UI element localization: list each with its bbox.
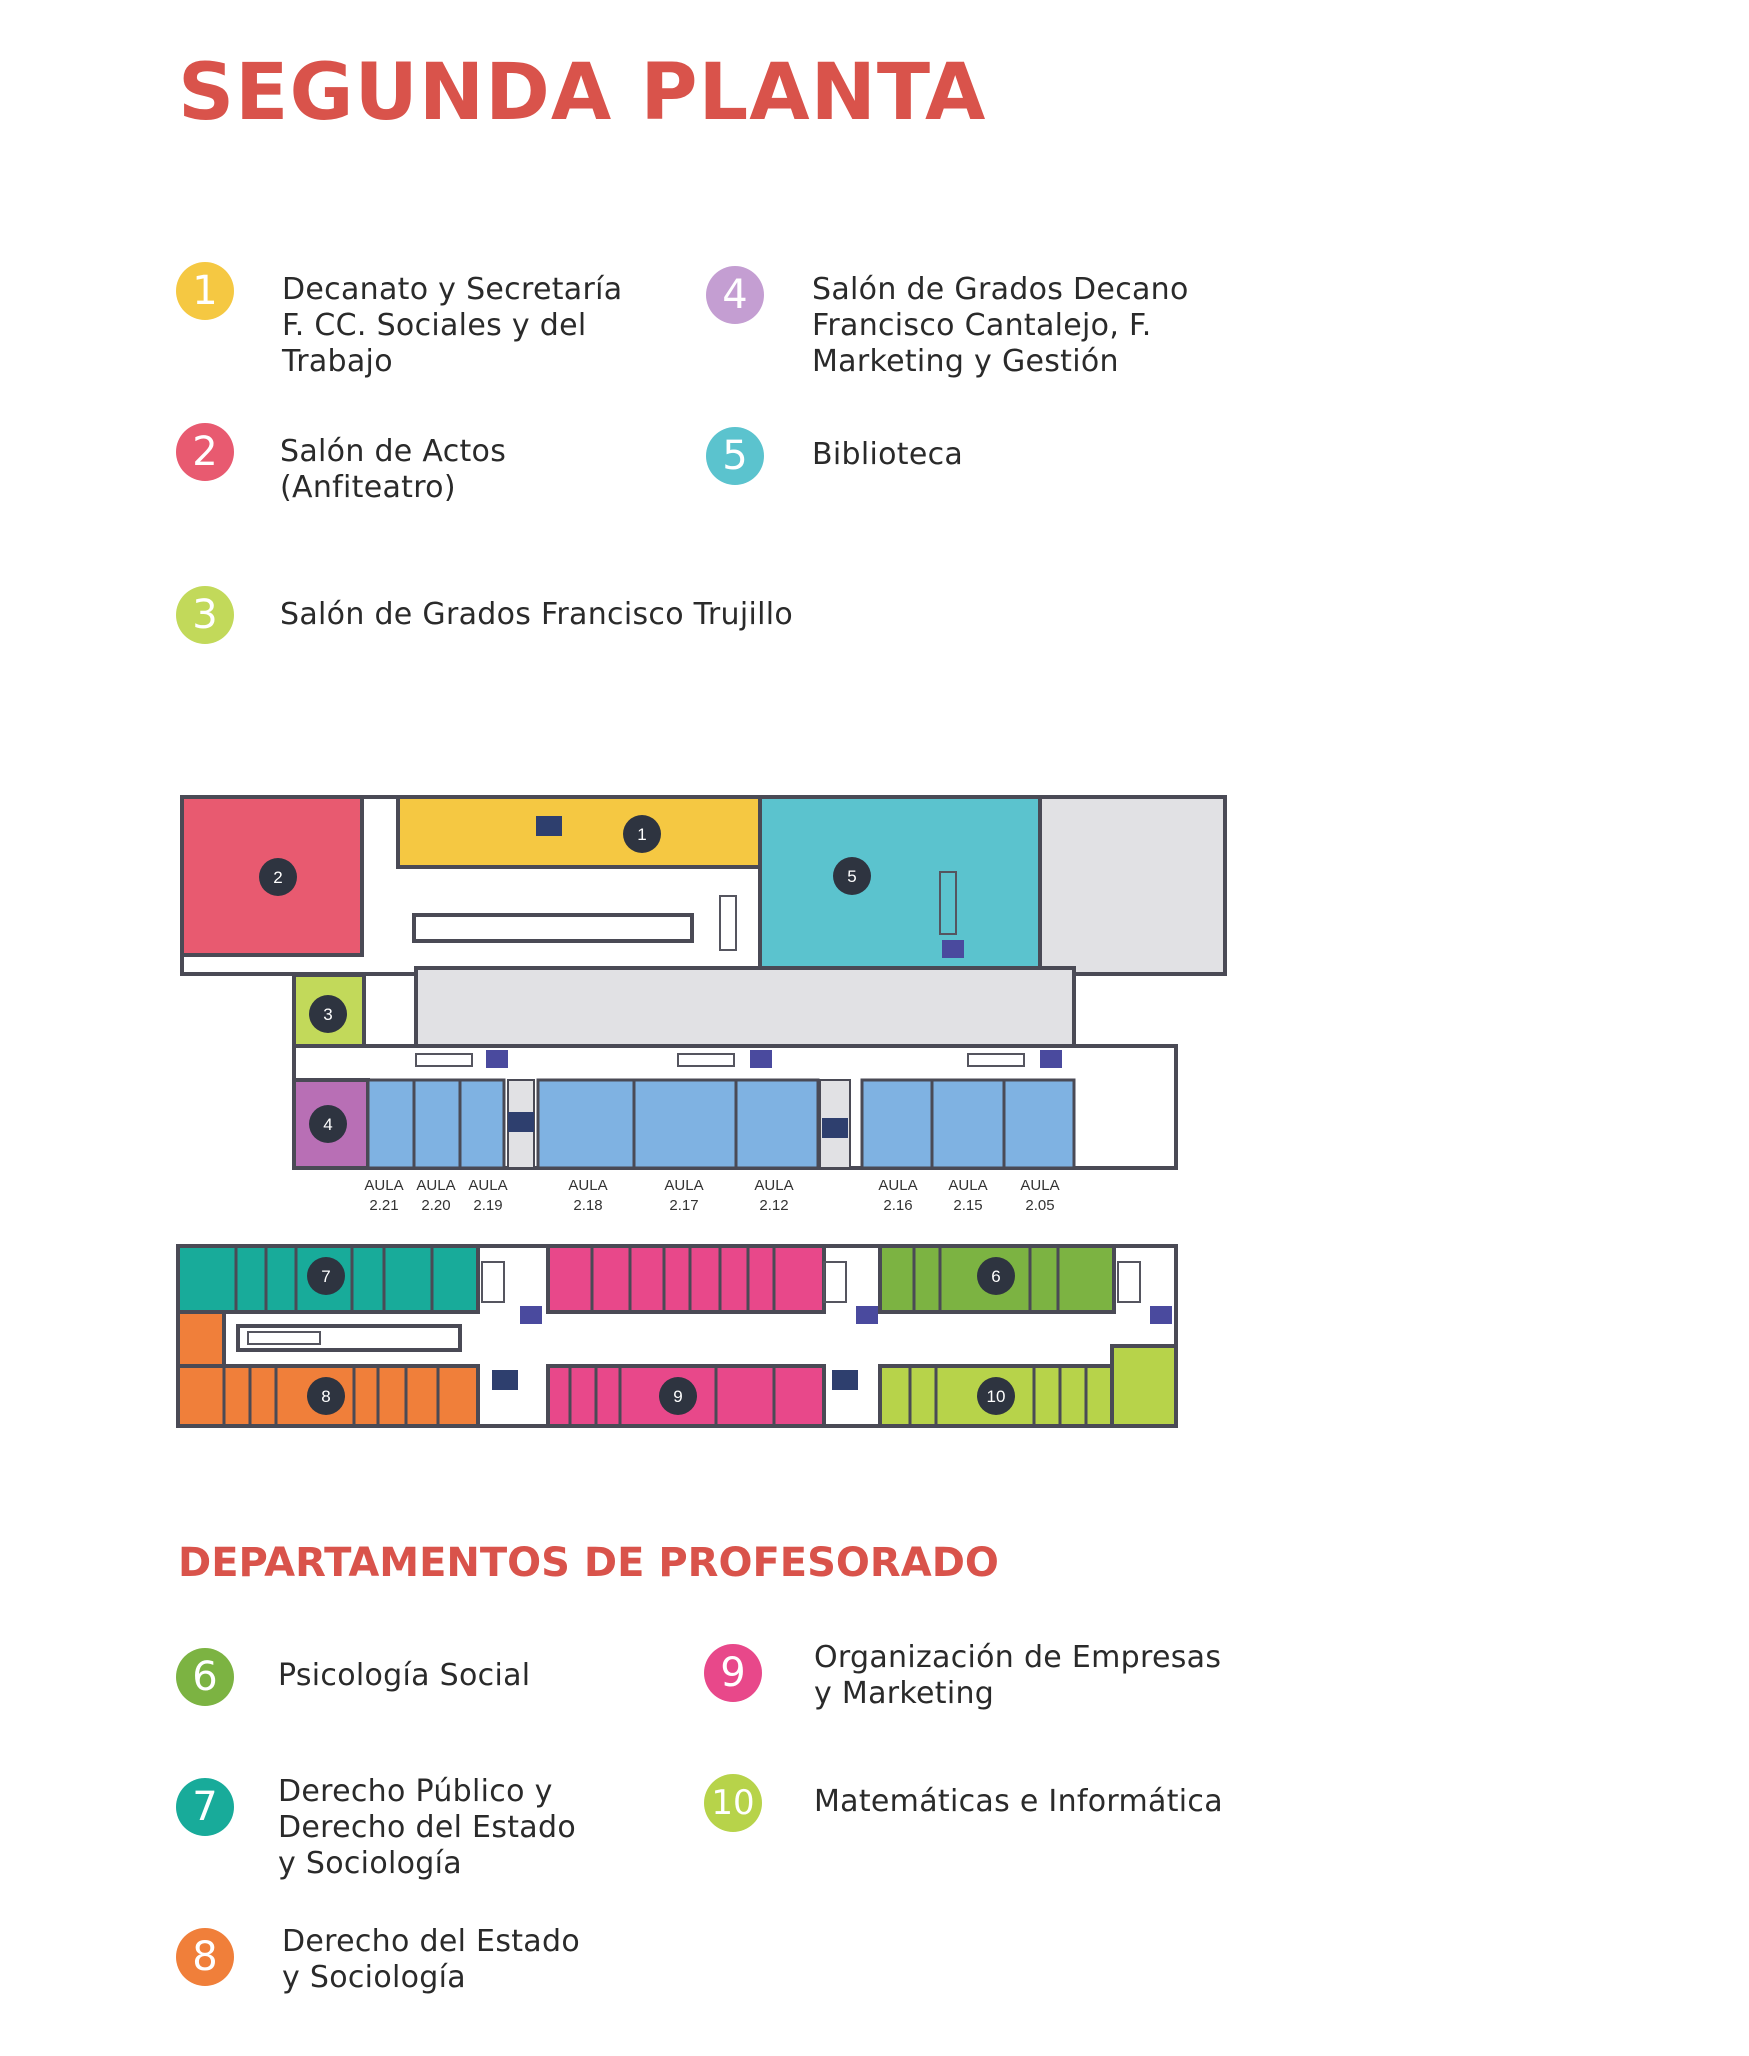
aula-room-2-12 [734, 1078, 820, 1170]
restroom-icon [492, 816, 858, 1390]
legend-number-2: 2 [176, 423, 234, 481]
section-title-departamentos: DEPARTAMENTOS DE PROFESORADO [178, 1540, 999, 1586]
dept-9-rooms-top [546, 1244, 826, 1314]
aula-number: 2.12 [759, 1197, 788, 1214]
aula-label: AULA [1020, 1177, 1059, 1194]
aula-room-2-21 [366, 1078, 416, 1170]
aula-number: 2.15 [953, 1197, 982, 1214]
aula-room-2-15 [930, 1078, 1006, 1170]
svg-text:9: 9 [673, 1387, 682, 1406]
department-number-7: 7 [176, 1778, 234, 1836]
legend-label-1: Decanato y Secretaría F. CC. Sociales y … [282, 272, 623, 379]
aula-label: AULA [664, 1177, 703, 1194]
legend-number-1: 1 [176, 262, 234, 320]
map-marker-10: 10 [977, 1377, 1015, 1415]
legend-label-4: Salón de Grados Decano Francisco Cantale… [812, 272, 1189, 379]
legend-label-5: Biblioteca [812, 437, 964, 472]
aula-room-2-19 [458, 1078, 506, 1170]
svg-text:8: 8 [321, 1387, 330, 1406]
department-number-10: 10 [704, 1774, 762, 1832]
map-marker-6: 6 [977, 1257, 1015, 1295]
svg-text:6: 6 [991, 1267, 1000, 1286]
aula-number: 2.05 [1025, 1197, 1054, 1214]
room-1-decanato [396, 795, 762, 869]
aula-number: 2.19 [473, 1197, 502, 1214]
department-label-9: Organización de Empresas y Marketing [814, 1640, 1222, 1711]
aula-number: 2.21 [369, 1197, 398, 1214]
aula-label: AULA [416, 1177, 455, 1194]
svg-text:2: 2 [273, 868, 282, 887]
legend-label-2: Salón de Actos (Anfiteatro) [280, 434, 507, 505]
department-label-7: Derecho Público y Derecho del Estado y S… [278, 1774, 576, 1881]
aula-label: AULA [468, 1177, 507, 1194]
stairs-icon [247, 871, 1141, 1345]
aula-number: 2.17 [669, 1197, 698, 1214]
svg-text:3: 3 [323, 1005, 332, 1024]
svg-text:7: 7 [321, 1267, 330, 1286]
aula-label: AULA [364, 1177, 403, 1194]
aula-label: AULA [878, 1177, 917, 1194]
aula-room-2-20 [412, 1078, 462, 1170]
legend-number-4: 4 [706, 266, 764, 324]
svg-text:10: 10 [987, 1387, 1006, 1406]
legend-number-3: 3 [176, 586, 234, 644]
department-label-10: Matemáticas e Informática [814, 1784, 1223, 1819]
legend-number-5: 5 [706, 427, 764, 485]
page-title: SEGUNDA PLANTA [178, 48, 987, 138]
room-5-biblioteca [758, 795, 1042, 976]
department-number-6: 6 [176, 1648, 234, 1706]
elevator-icon [486, 940, 1172, 1324]
aula-room-2-18 [536, 1078, 636, 1170]
map-marker-7: 7 [307, 1257, 345, 1295]
aula-label: AULA [948, 1177, 987, 1194]
department-number-8: 8 [176, 1928, 234, 1986]
map-marker-4: 4 [309, 1105, 347, 1143]
aula-room-2-05 [1002, 1078, 1076, 1170]
map-marker-3: 3 [309, 995, 347, 1033]
aula-room-2-16 [860, 1078, 934, 1170]
map-marker-5: 5 [833, 857, 871, 895]
aula-number: 2.18 [573, 1197, 602, 1214]
aula-room-2-17 [632, 1078, 738, 1170]
svg-text:4: 4 [323, 1115, 332, 1134]
aula-number: 2.16 [883, 1197, 912, 1214]
department-label-6: Psicología Social [278, 1658, 531, 1693]
svg-text:5: 5 [847, 867, 856, 886]
map-marker-1: 1 [623, 815, 661, 853]
aula-label: AULA [754, 1177, 793, 1194]
aula-number: 2.20 [421, 1197, 450, 1214]
department-label-8: Derecho del Estado y Sociología [282, 1924, 580, 1995]
svg-text:1: 1 [637, 825, 646, 844]
aula-label: AULA [568, 1177, 607, 1194]
department-number-9: 9 [704, 1644, 762, 1702]
map-marker-9: 9 [659, 1377, 697, 1415]
map-marker-2: 2 [259, 858, 297, 896]
map-marker-8: 8 [307, 1377, 345, 1415]
legend-label-3: Salón de Grados Francisco Trujillo [280, 597, 794, 632]
